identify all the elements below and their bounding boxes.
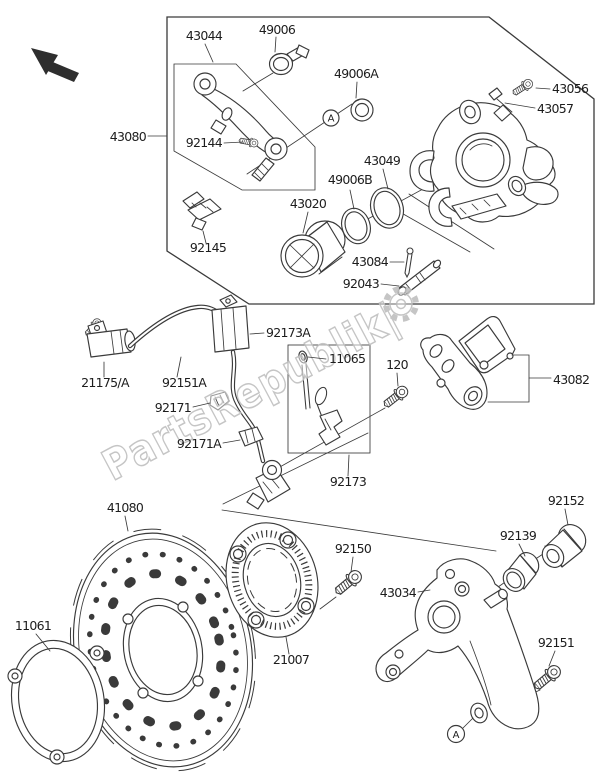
seal-43049-drawing [369,187,405,229]
label-11065: 11065 [329,351,365,366]
watermark: PartsRepublik| [94,286,419,491]
clip-92145-drawing [182,191,222,231]
label-92139: 92139 [500,528,537,543]
brake-pads-drawing [420,315,552,410]
gasket-drawing [7,639,106,765]
label-49006A: 49006A [334,66,379,81]
pad-spring-group-drawing [298,350,343,446]
label-41080: 41080 [107,500,144,515]
bleed-valve-43056-drawing [509,76,536,99]
brake-disc-drawing [69,528,257,772]
torque-arm-box [173,63,316,191]
sensor-head-drawing [246,459,291,510]
label-92151A: 92151A [162,375,207,390]
sensor-bracket-box [287,344,371,454]
bolt-92150-drawing [331,566,366,599]
label-92173: 92173 [330,474,366,489]
label-43044: 43044 [186,28,223,43]
label-92144: 92144 [186,135,223,150]
caliper-assembly-box [166,16,595,305]
caliper-bracket-drawing [375,558,540,730]
direction-arrow-icon [31,48,79,82]
bolt-92151-drawing [530,661,565,694]
label-49006B: 49006B [328,172,372,187]
piston-43020-drawing [280,220,346,278]
detail-marker-a-bottom: A [446,724,466,744]
label-120: 120 [386,357,409,372]
grommet-block-92173A-drawing [211,294,250,353]
leader-lines [35,36,569,729]
collar-92152-drawing [541,524,587,568]
ref-letter-bottom: A [453,730,460,741]
label-92150: 92150 [335,541,372,556]
clamp-92171-drawing [209,391,230,411]
label-43084: 43084 [352,254,389,269]
label-43080: 43080 [110,129,147,144]
bolt-49006-drawing [268,44,310,76]
label-92145: 92145 [190,240,226,255]
label-92043: 92043 [343,276,379,291]
detail-marker-a-top: A [322,109,340,127]
caliper-drawing [409,87,559,227]
label-92151: 92151 [538,635,574,650]
pin-43084-drawing [404,247,414,279]
grommet-49006A-drawing [350,98,374,122]
clamp-92171A-drawing [238,426,264,447]
label-43034: 43034 [380,585,417,600]
label-92171: 92171 [155,400,191,415]
label-49006: 49006 [259,22,296,37]
label-11061: 11061 [15,618,51,633]
ref-letter-top: A [328,114,335,125]
label-92173A: 92173A [266,325,311,340]
label-43082: 43082 [553,372,589,387]
gear-icon [383,286,419,322]
part-labels: 43044 49006 49006A 43056 43057 43080 921… [15,22,590,667]
label-92152: 92152 [548,493,584,508]
brake-disc-bolt-holes [122,601,204,699]
seal-49006B-drawing [340,207,372,245]
rod-92043-drawing [397,259,442,296]
label-43020: 43020 [290,196,327,211]
label-21175A: 21175/A [81,375,130,390]
label-21007: 21007 [273,652,309,667]
bushing-92139-drawing [502,552,540,592]
label-43049: 43049 [364,153,401,168]
bolt-120-drawing [380,382,412,412]
watermark-text: PartsRepublik| [95,293,409,491]
abs-sensor-assembly-drawing [82,294,291,510]
label-43057: 43057 [537,101,573,116]
label-92171A: 92171A [177,436,222,451]
label-43056: 43056 [552,81,589,96]
torque-arm-drawing [193,72,288,182]
abs-rotor-drawing [225,522,319,638]
